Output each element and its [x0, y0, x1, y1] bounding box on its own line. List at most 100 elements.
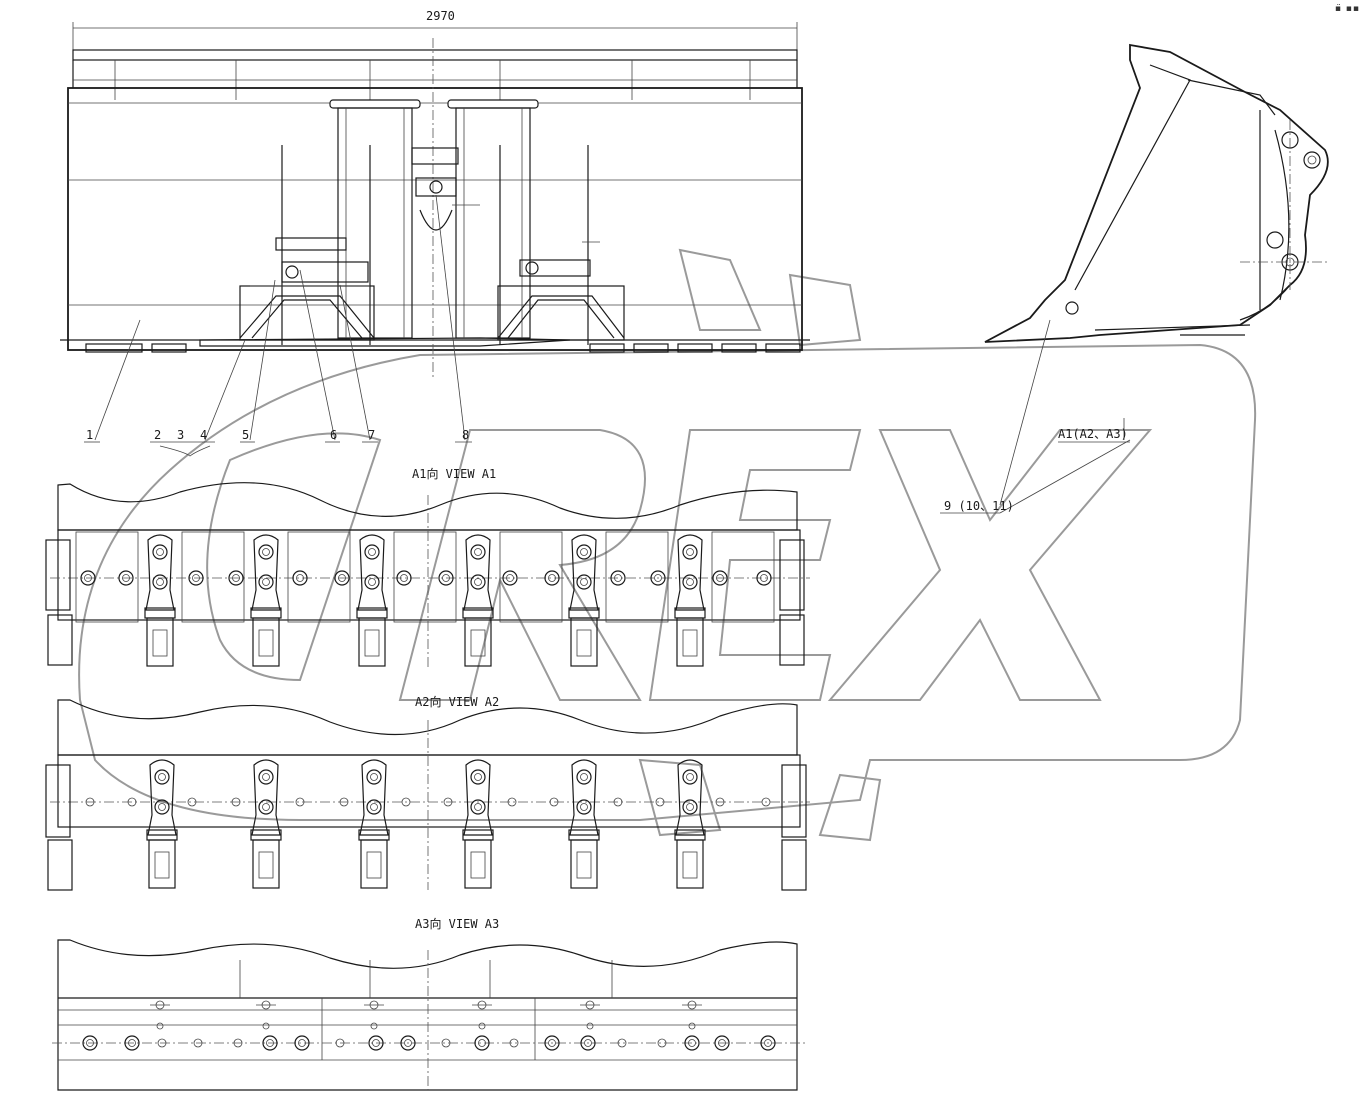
bolt-head-icon — [154, 799, 170, 815]
bolt-hole-icon — [401, 797, 411, 807]
bolt-hole-icon — [441, 1038, 451, 1048]
bolt-hole-icon — [472, 1000, 492, 1030]
bolt-head-icon — [366, 769, 382, 785]
bolt-head-icon — [152, 544, 168, 560]
bolt-head-icon — [474, 1035, 490, 1051]
bolt-head-icon — [682, 769, 698, 785]
orex-watermark-logo — [78, 248, 1257, 842]
callout-8: 8 — [462, 428, 469, 442]
bolt-hole-icon — [85, 797, 95, 807]
bolt-head-icon — [682, 574, 698, 590]
bolt-head-icon — [580, 1035, 596, 1051]
bolt-head-icon — [400, 1035, 416, 1051]
bolt-head-icon — [760, 1035, 776, 1051]
bolt-head-icon — [576, 769, 592, 785]
bolt-hole-icon — [549, 797, 559, 807]
bolt-hole-icon — [761, 797, 771, 807]
bolt-hole-icon — [233, 1038, 243, 1048]
bolt-head-icon — [714, 1035, 730, 1051]
bolt-hole-icon — [617, 1038, 627, 1048]
bolt-head-icon — [650, 570, 666, 586]
callout-7: 7 — [368, 428, 375, 442]
tooth-adapter — [358, 759, 390, 889]
bolt-hole-icon — [335, 1038, 345, 1048]
side-callout: 9 (10、11) — [944, 499, 1014, 513]
bolt-hole-icon — [127, 797, 137, 807]
bolt-head-icon — [470, 574, 486, 590]
tooth-adapter — [674, 534, 706, 667]
bolt-hole-icon — [339, 797, 349, 807]
bolt-head-icon — [610, 570, 626, 586]
bolt-hole-icon — [187, 797, 197, 807]
bolt-head-icon — [82, 1035, 98, 1051]
callout-1: 1 — [86, 428, 93, 442]
bolt-head-icon — [80, 570, 96, 586]
bolt-hole-icon — [715, 797, 725, 807]
view-a2-title: A2向 VIEW A2 — [415, 694, 499, 709]
bolt-hole-icon — [613, 797, 623, 807]
bolt-head-icon — [438, 570, 454, 586]
bolt-head-icon — [292, 570, 308, 586]
tooth-adapter — [568, 534, 600, 667]
bolt-head-icon — [544, 1035, 560, 1051]
tooth-adapter — [146, 759, 178, 889]
callout-4: 4 — [200, 428, 207, 442]
bolt-head-icon — [118, 570, 134, 586]
bolt-head-icon — [364, 544, 380, 560]
bolt-head-icon — [228, 570, 244, 586]
bucket-side-view: 9 (10、11) A1(A2、A3) — [940, 43, 1330, 514]
bolt-head-icon — [258, 574, 274, 590]
bolt-hole-icon — [231, 797, 241, 807]
bolt-head-icon — [258, 544, 274, 560]
width-dimension: 2970 — [426, 9, 455, 23]
bolt-head-icon — [124, 1035, 140, 1051]
bolt-hole-icon — [580, 1000, 600, 1030]
bolt-hole-icon — [193, 1038, 203, 1048]
tooth-adapter — [462, 759, 494, 889]
view-reference: A1(A2、A3) — [1058, 427, 1128, 441]
bolt-hole-icon — [507, 797, 517, 807]
bolt-head-icon — [576, 574, 592, 590]
bolt-head-icon — [262, 1035, 278, 1051]
bolt-head-icon — [470, 769, 486, 785]
tooth-adapter — [568, 759, 600, 889]
bolt-head-icon — [258, 769, 274, 785]
bolt-head-icon — [682, 544, 698, 560]
callout-5: 5 — [242, 428, 249, 442]
bolt-hole-icon — [657, 1038, 667, 1048]
bolt-head-icon — [334, 570, 350, 586]
callout-3: 3 — [177, 428, 184, 442]
bolt-head-icon — [470, 799, 486, 815]
bolt-head-icon — [396, 570, 412, 586]
view-a3-panel: A3向 VIEW A3 — [52, 916, 805, 1091]
callout-2: 2 — [154, 428, 161, 442]
bolt-hole-icon — [256, 1000, 276, 1030]
view-a1-panel: A1向 VIEW A1 — [45, 466, 810, 670]
bolt-head-icon — [258, 799, 274, 815]
tooth-adapter — [674, 759, 706, 889]
bolt-head-icon — [576, 799, 592, 815]
bolt-hole-icon — [682, 1000, 702, 1030]
bolt-hole-icon — [150, 1000, 170, 1030]
bolt-head-icon — [576, 544, 592, 560]
tooth-adapter — [462, 534, 494, 667]
bolt-head-icon — [756, 570, 772, 586]
bolt-head-icon — [502, 570, 518, 586]
tooth-adapter — [356, 534, 388, 667]
bolt-hole-icon — [509, 1038, 519, 1048]
bolt-head-icon — [712, 570, 728, 586]
bolt-hole-icon — [655, 797, 665, 807]
bucket-front-view: 2970 — [60, 9, 810, 457]
view-a3-title: A3向 VIEW A3 — [415, 916, 499, 931]
callout-6: 6 — [330, 428, 337, 442]
bolt-hole-icon — [443, 797, 453, 807]
corner-mark: ▪̈ ▪▪ — [1334, 4, 1360, 14]
tooth-adapter — [144, 534, 176, 667]
bolt-head-icon — [294, 1035, 310, 1051]
tooth-adapter — [250, 759, 282, 889]
bolt-head-icon — [682, 799, 698, 815]
bolt-head-icon — [152, 574, 168, 590]
bolt-head-icon — [470, 544, 486, 560]
bolt-head-icon — [154, 769, 170, 785]
